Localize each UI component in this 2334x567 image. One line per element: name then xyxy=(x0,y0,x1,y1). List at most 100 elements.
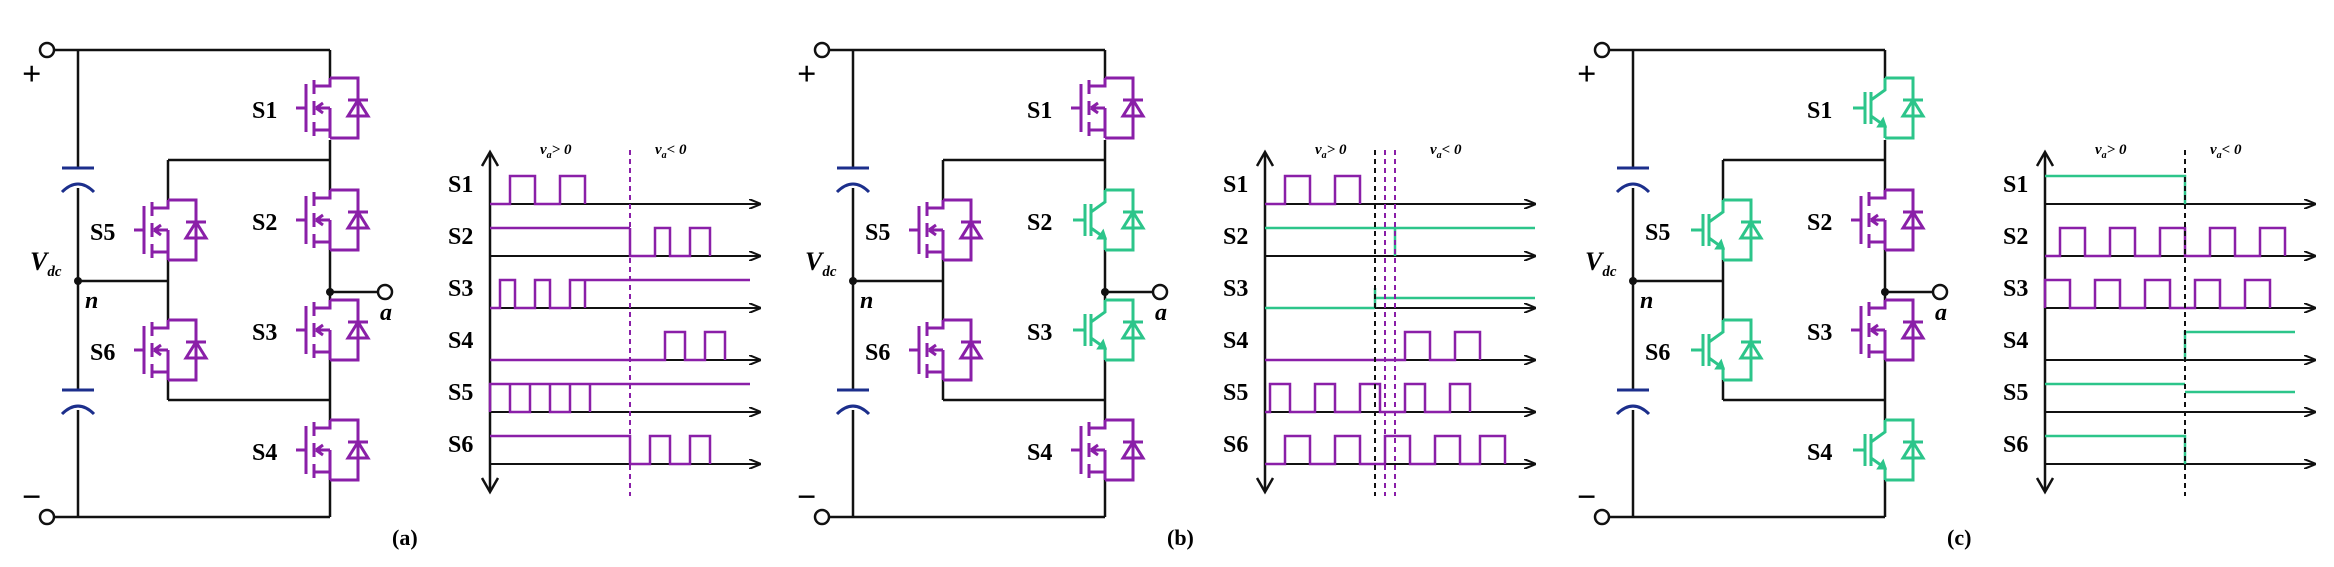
neutral-label: n xyxy=(1640,288,1653,314)
switch-s5-igbt: S5 xyxy=(1645,198,1764,262)
transition-markers xyxy=(1374,150,1396,496)
timing-label-s1: S1 xyxy=(448,172,473,198)
switch-label-s2: S2 xyxy=(252,210,277,236)
plus-terminal xyxy=(1593,41,1611,59)
timing-label-s3: S3 xyxy=(448,276,473,302)
switch-s4-mosfet: S4 xyxy=(1027,418,1146,482)
timing-row-s1: S1 xyxy=(2003,172,2315,204)
timing-row-s6: S6 xyxy=(1223,432,1535,464)
timing-row-s3: S3 xyxy=(448,276,760,308)
panel-a: S1 S2 S3 S4 S5 S6 + − Vdc n a (a) va> 0 v… xyxy=(22,41,760,550)
gate-signal-s5 xyxy=(1265,382,1472,414)
capacitor-top xyxy=(835,166,871,194)
circuit-b: S1 S2 S3 S4 S5 S6 + − Vdc n a (b) xyxy=(797,41,1194,550)
switch-label-s1: S1 xyxy=(1807,98,1832,124)
panel-caption: (a) xyxy=(392,525,418,550)
switch-s2-igbt: S2 xyxy=(1027,188,1146,252)
timing-row-s5: S5 xyxy=(448,380,760,412)
minus-terminal xyxy=(38,508,56,526)
switch-label-s1: S1 xyxy=(252,98,277,124)
timing-row-s6: S6 xyxy=(2003,432,2315,464)
timing-row-s3: S3 xyxy=(1223,276,1535,308)
capacitor-bottom xyxy=(60,388,96,416)
gate-signal-s5 xyxy=(2045,382,2295,394)
output-terminal xyxy=(1931,283,1949,301)
timing-label-s6: S6 xyxy=(2003,432,2028,458)
gate-signal-s4 xyxy=(2183,330,2295,360)
timing-row-s6: S6 xyxy=(448,432,760,464)
plus-label: + xyxy=(797,56,816,93)
minus-terminal xyxy=(1593,508,1611,526)
gate-signal-s2 xyxy=(490,226,712,258)
switch-s5-mosfet: S5 xyxy=(865,198,984,262)
region-positive-label: va> 0 xyxy=(540,142,572,161)
switch-label-s4: S4 xyxy=(252,440,277,466)
timing-label-s3: S3 xyxy=(2003,276,2028,302)
gate-signal-s1 xyxy=(490,174,587,206)
timing-label-s5: S5 xyxy=(1223,380,1248,406)
gate-signal-s2 xyxy=(2045,226,2287,258)
plus-terminal xyxy=(813,41,831,59)
region-negative-label: va< 0 xyxy=(655,142,687,161)
timing-row-s2: S2 xyxy=(2003,224,2315,256)
minus-terminal xyxy=(813,508,831,526)
output-terminal xyxy=(1151,283,1169,301)
switch-label-s6: S6 xyxy=(1645,340,1670,366)
circuit-a: S1 S2 S3 S4 S5 S6 + − Vdc n a (a) xyxy=(22,41,418,550)
output-terminal xyxy=(376,283,394,301)
gate-signal-s4 xyxy=(490,330,727,362)
gate-signal-s1 xyxy=(1265,174,1362,206)
gate-signal-s6 xyxy=(1265,434,1507,466)
gate-signal-s1 xyxy=(2045,174,2187,204)
capacitor-bottom xyxy=(1615,388,1651,416)
switch-s6-mosfet: S6 xyxy=(90,318,209,382)
vdc-label: Vdc xyxy=(805,247,837,280)
switch-s1-mosfet: S1 xyxy=(252,76,371,140)
plus-terminal xyxy=(38,41,56,59)
timing-row-s4: S4 xyxy=(1223,328,1535,360)
circuit-c: S1 S2 S3 S4 S5 S6 + − Vdc n a (c) xyxy=(1577,41,1971,550)
region-negative-label: va< 0 xyxy=(1430,142,1462,161)
switch-label-s4: S4 xyxy=(1027,440,1052,466)
plus-label: + xyxy=(1577,56,1596,93)
timing-label-s3: S3 xyxy=(1223,276,1248,302)
gate-signal-s3 xyxy=(1265,288,1535,310)
timing-row-s5: S5 xyxy=(1223,380,1535,412)
capacitor-top xyxy=(60,166,96,194)
gate-signal-s3 xyxy=(490,278,750,310)
switch-s3-mosfet: S3 xyxy=(252,298,371,362)
capacitor-bottom xyxy=(835,388,871,416)
timing-label-s2: S2 xyxy=(2003,224,2028,250)
gate-signal-s4 xyxy=(1265,330,1482,362)
switch-s5-mosfet: S5 xyxy=(90,198,209,262)
switch-s4-igbt: S4 xyxy=(1807,418,1926,482)
switch-label-s5: S5 xyxy=(865,220,890,246)
switch-label-s6: S6 xyxy=(90,340,115,366)
minus-label: − xyxy=(22,479,41,516)
timing-label-s2: S2 xyxy=(1223,224,1248,250)
output-label: a xyxy=(1935,300,1947,326)
switch-s3-igbt: S3 xyxy=(1027,298,1146,362)
panel-caption: (c) xyxy=(1947,525,1971,550)
plus-label: + xyxy=(22,56,41,93)
switch-label-s1: S1 xyxy=(1027,98,1052,124)
timing-label-s4: S4 xyxy=(1223,328,1248,354)
timing-row-s1: S1 xyxy=(448,172,760,204)
timing-row-s2: S2 xyxy=(1223,224,1535,256)
switch-label-s3: S3 xyxy=(252,320,277,346)
switch-label-s5: S5 xyxy=(90,220,115,246)
switch-label-s2: S2 xyxy=(1027,210,1052,236)
switch-label-s6: S6 xyxy=(865,340,890,366)
switch-s1-igbt: S1 xyxy=(1807,76,1926,140)
region-positive-label: va> 0 xyxy=(1315,142,1347,161)
gate-signal-s6 xyxy=(490,434,712,466)
switch-label-s3: S3 xyxy=(1807,320,1832,346)
timing-label-s2: S2 xyxy=(448,224,473,250)
timing-label-s1: S1 xyxy=(1223,172,1248,198)
minus-label: − xyxy=(797,479,816,516)
time-axis xyxy=(1255,149,1275,495)
capacitor-top xyxy=(1615,166,1651,194)
